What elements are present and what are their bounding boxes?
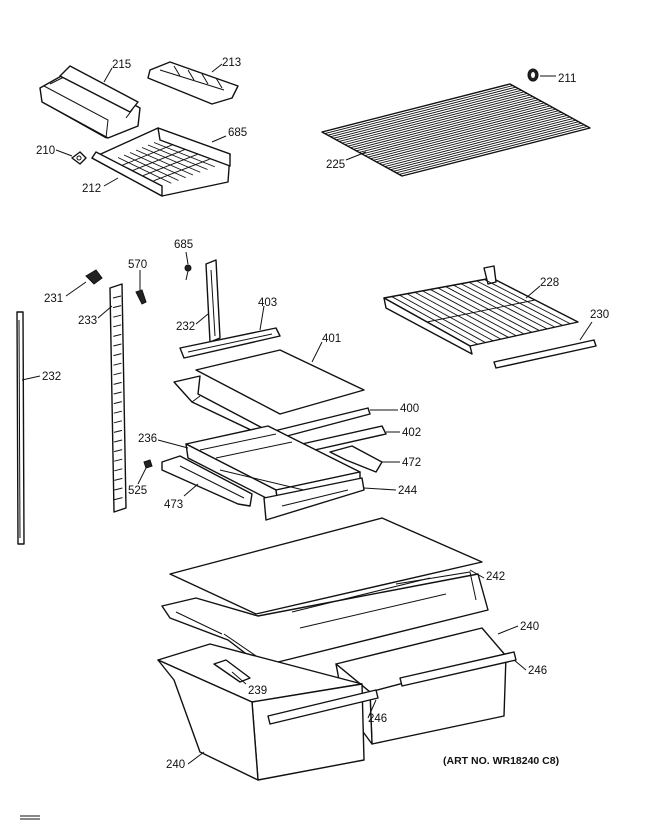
callout-400: 400 <box>400 403 419 415</box>
callout-230: 230 <box>590 309 609 321</box>
shelf-frame-400 <box>173 375 371 441</box>
callout-228: 228 <box>540 277 559 289</box>
door-bin-215 <box>39 65 141 139</box>
callout-402: 402 <box>402 427 421 439</box>
callout-685-a: 685 <box>228 127 247 139</box>
slide-239 <box>213 659 251 683</box>
callout-525: 525 <box>128 485 147 497</box>
shelf-rail-232-left <box>16 311 25 545</box>
callout-231: 231 <box>44 293 63 305</box>
crisper-drawer-240-right <box>335 627 517 745</box>
callout-570: 570 <box>128 259 147 271</box>
callout-225: 225 <box>326 159 345 171</box>
drawer-front-244 <box>263 477 365 521</box>
callout-236: 236 <box>138 433 157 445</box>
screw-525 <box>143 459 153 469</box>
callout-403: 403 <box>258 297 277 309</box>
butter-tray-213 <box>147 61 239 105</box>
screw-570 <box>135 289 147 305</box>
callout-239: 239 <box>248 685 267 697</box>
leader-lines <box>21 63 593 765</box>
callout-212: 212 <box>82 183 101 195</box>
ice-tray-rack-212 <box>91 127 231 197</box>
callout-242: 242 <box>486 571 505 583</box>
callout-labels: 215 213 211 685 210 212 225 685 570 231 … <box>36 57 609 771</box>
callout-472: 472 <box>402 457 421 469</box>
support-473 <box>161 455 253 507</box>
shelf-trim-403 <box>179 327 281 359</box>
slide-472 <box>329 445 383 473</box>
callout-215: 215 <box>112 59 131 71</box>
callout-232-a: 232 <box>176 321 195 333</box>
cap-231 <box>85 269 103 285</box>
callout-473: 473 <box>164 499 183 511</box>
callout-401: 401 <box>322 333 341 345</box>
art-number: (ART NO. WR18240 C8) <box>443 755 559 767</box>
ladder-rail-233 <box>109 283 127 513</box>
callout-233: 233 <box>78 315 97 327</box>
wire-shelf-228 <box>383 265 579 355</box>
freezer-wire-shelf-225 <box>321 83 591 177</box>
callout-240-a: 240 <box>520 621 539 633</box>
callout-244: 244 <box>398 485 418 497</box>
callout-240-b: 240 <box>166 759 185 771</box>
glass-shelf-401 <box>195 349 365 415</box>
callout-685-b: 685 <box>174 239 193 251</box>
corner-mark <box>20 815 40 820</box>
callout-232-b: 232 <box>42 371 61 383</box>
callout-246-b: 246 <box>368 713 387 725</box>
callout-213: 213 <box>222 57 241 69</box>
screw-685 <box>184 264 192 281</box>
crisper-drawer-240-left <box>157 643 379 781</box>
callout-246-a: 246 <box>528 665 547 677</box>
clip-211 <box>527 68 539 82</box>
callout-211: 211 <box>558 73 576 85</box>
callout-210: 210 <box>36 145 55 157</box>
shelf-trim-230 <box>493 339 597 369</box>
cam-210 <box>71 151 87 165</box>
shelf-rail-232-center <box>205 259 221 343</box>
